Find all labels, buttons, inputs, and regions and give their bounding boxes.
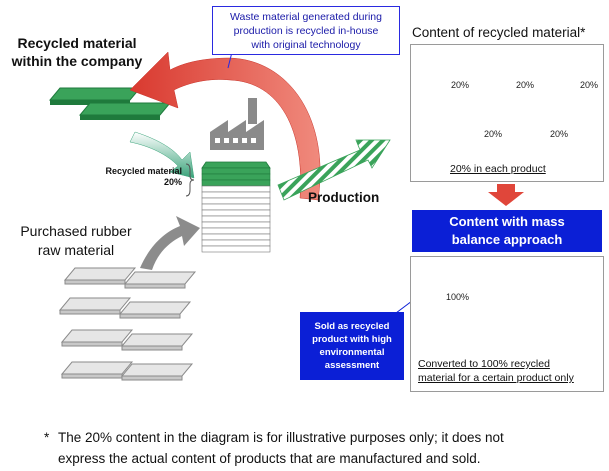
callout-line: production is recycled in-house [233, 25, 379, 37]
percent-label: 20% [550, 129, 569, 139]
footnote: * The 20% content in the diagram is for … [44, 427, 588, 469]
percent-label: 20% [451, 80, 470, 90]
recycled-sheet-bottom [78, 102, 172, 120]
percent-label: 100% [446, 292, 470, 302]
content-panel-title: Content of recycled material* [412, 25, 586, 40]
mass-balance-box: Content with mass balance approach [412, 210, 602, 252]
bracket [185, 163, 195, 197]
recycled-company-label: Recycled material within the company [11, 35, 143, 69]
callout-line: Waste material generated during [230, 11, 382, 23]
footnote-line: The 20% content in the diagram is for il… [58, 430, 504, 445]
percent-label: 20% [580, 80, 599, 90]
recycled-sheet-top [48, 87, 142, 105]
sold-box: Sold as recycled product with high envir… [300, 312, 404, 380]
recycled-percent-label: Recycled material 20% [105, 166, 182, 187]
purchased-to-stack-arrow [140, 216, 200, 270]
mass-panel [410, 256, 604, 392]
red-down-arrow [488, 184, 524, 206]
production-arrow [277, 139, 391, 201]
production-label: Production [308, 190, 380, 205]
percent-label: 20% [484, 129, 503, 139]
footnote-line: express the actual content of products t… [58, 451, 481, 466]
percent-label: 20% [516, 80, 535, 90]
callout-line: with original technology [251, 39, 361, 51]
mass-panel-caption: Converted to 100% recycled material for … [418, 358, 574, 384]
purchased-label: Purchased rubber raw material [20, 223, 132, 258]
recycled-to-stack-arrow [129, 131, 195, 179]
content-panel [410, 44, 604, 182]
callout-box: Waste material generated during producti… [212, 6, 400, 55]
red-recycle-arrow [129, 51, 321, 201]
purchased-sheets [58, 267, 197, 381]
factory-icon [210, 98, 264, 150]
footnote-star: * [44, 430, 50, 445]
content-panel-caption: 20% in each product [450, 163, 546, 175]
material-stack [201, 161, 271, 253]
